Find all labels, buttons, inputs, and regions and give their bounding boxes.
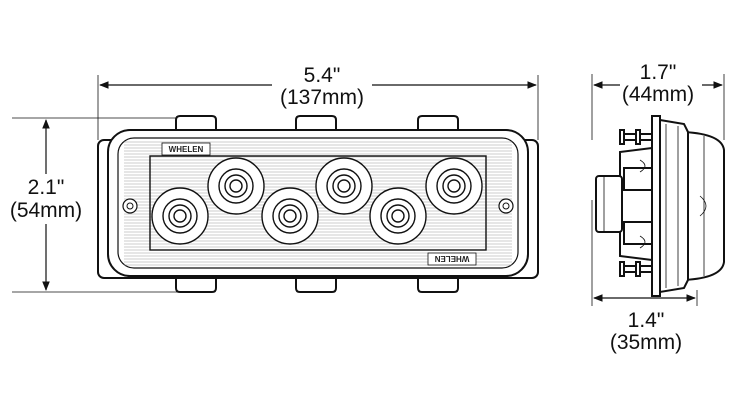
side-rear-boss-bottom [623, 221, 653, 245]
led-panel [149, 155, 487, 251]
width-mm: (137mm) [280, 86, 364, 109]
led-2 [207, 157, 265, 215]
front-view: 5.4" (137mm) 2.1" (54mm) [0, 62, 539, 293]
depth-bottom-inches: 1.4" [628, 309, 665, 332]
depth-top-inches: 1.7" [640, 61, 677, 84]
side-housing [659, 118, 689, 294]
logo-top: WHELEN [169, 145, 204, 154]
side-connector [595, 175, 623, 233]
width-label-bg [272, 62, 372, 110]
height-label-bg [0, 174, 92, 224]
side-mounting-studs [619, 129, 653, 277]
depth-bottom-mm: (35mm) [610, 331, 682, 354]
mounting-hole-left [122, 198, 138, 214]
mounting-hole-right [498, 198, 514, 214]
side-detail-2 [639, 235, 646, 249]
led-4 [315, 157, 373, 215]
depth-top-mm: (44mm) [622, 83, 694, 106]
side-flange [651, 115, 661, 297]
side-detail-1 [639, 159, 646, 173]
logo-top-badge [161, 142, 211, 156]
height-inches: 2.1" [28, 176, 65, 199]
led-6 [425, 157, 483, 215]
depth-top-label-bg [620, 62, 702, 108]
logo-bottom: WHELEN [434, 254, 469, 263]
height-mm: (54mm) [10, 199, 82, 222]
logo-bottom-badge [427, 252, 477, 266]
side-lens-hole [699, 195, 707, 217]
mounting-tabs-top [175, 115, 459, 132]
led-5 [369, 187, 427, 245]
led-1 [151, 187, 209, 245]
led-3 [261, 187, 319, 245]
side-rear-boss-top [623, 167, 653, 191]
led-array [151, 157, 483, 245]
width-inches: 5.4" [304, 64, 341, 87]
side-view: 1.7" (44mm) 1.4" (35mm) [591, 61, 725, 354]
